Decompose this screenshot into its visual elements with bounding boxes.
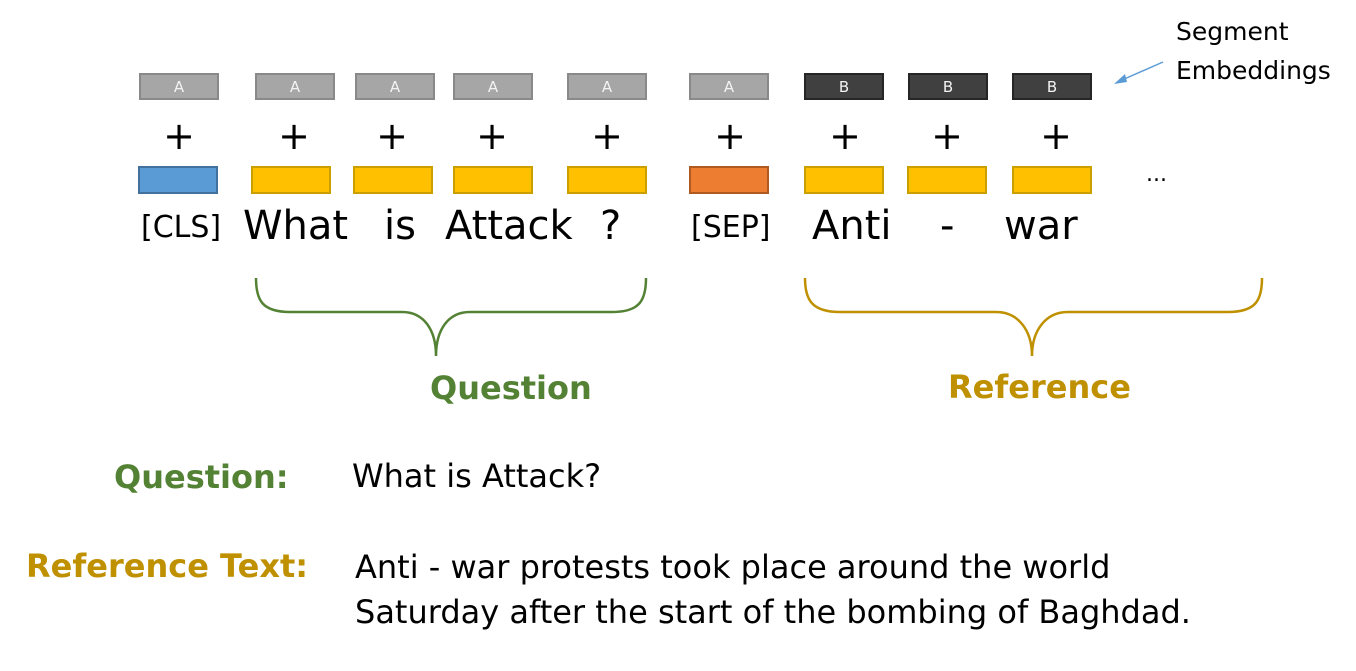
reference-heading: Reference Text: (26, 547, 309, 585)
plus-symbol: + (278, 114, 310, 158)
arrow-head (1114, 74, 1127, 84)
token-embedding (567, 166, 647, 194)
segment-embedding-b: B (1012, 73, 1092, 100)
token-label: Attack (445, 203, 573, 249)
segment-embedding-a: A (567, 73, 647, 100)
plus-symbol: + (714, 114, 746, 158)
question-text: What is Attack? (352, 457, 602, 495)
reference-text-line2: Saturday after the start of the bombing … (355, 593, 1191, 631)
segment-embedding-a: A (453, 73, 533, 100)
question-group-label: Question (430, 369, 592, 407)
plus-symbol: + (931, 114, 963, 158)
token-label: - (940, 203, 955, 249)
token-embedding (907, 166, 987, 194)
token-label: is (384, 203, 416, 249)
plus-symbol: + (1040, 114, 1072, 158)
plus-symbol: + (829, 114, 861, 158)
token-label: What (243, 203, 349, 249)
plus-symbol: + (476, 114, 508, 158)
token-embedding (804, 166, 884, 194)
question-heading: Question: (114, 458, 289, 496)
reference-text-line1: Anti - war protests took place around th… (355, 548, 1111, 586)
reference-brace (803, 277, 1264, 357)
plus-symbol: + (591, 114, 623, 158)
segment-embedding-a: A (689, 73, 769, 100)
plus-symbol: + (163, 114, 195, 158)
token-embedding-cls (138, 166, 218, 194)
ellipsis: ... (1146, 162, 1167, 187)
token-embedding (251, 166, 331, 194)
reference-group-label: Reference (948, 368, 1131, 406)
segment-embedding-a: A (255, 73, 335, 100)
question-brace (254, 277, 648, 357)
token-embedding (353, 166, 433, 194)
plus-symbol: + (376, 114, 408, 158)
token-label-cls: [CLS] (141, 210, 222, 245)
segment-embedding-a: A (139, 73, 219, 100)
segment-embeddings-label-line2: Embeddings (1176, 56, 1331, 85)
segment-embedding-b: B (908, 73, 988, 100)
segment-embeddings-label-line1: Segment (1176, 17, 1289, 46)
token-label: Anti (812, 203, 892, 249)
token-label-sep: [SEP] (691, 210, 771, 245)
arrow-line (1121, 61, 1164, 81)
token-label: war (1004, 203, 1078, 249)
segment-embedding-b: B (804, 73, 884, 100)
token-embedding (453, 166, 533, 194)
token-embedding (1012, 166, 1092, 194)
token-embedding-sep (689, 166, 769, 194)
token-label: ? (600, 203, 622, 249)
segment-embedding-a: A (355, 73, 435, 100)
